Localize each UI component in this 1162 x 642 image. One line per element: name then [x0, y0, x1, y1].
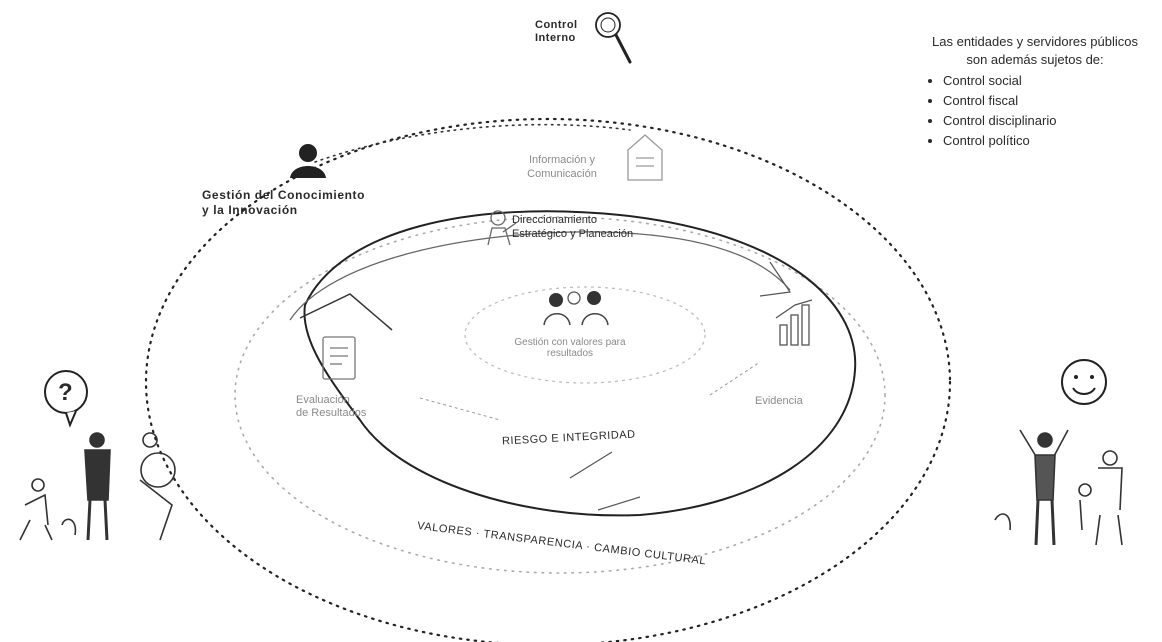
- side-note-intro-line1: Las entidades y servidores públicos: [932, 34, 1138, 49]
- direccionamiento-label: Direccionamiento Estratégico y Planeació…: [512, 213, 633, 241]
- side-note-list: Control social Control fiscal Control di…: [910, 71, 1160, 151]
- gestion-conocimiento-line1: Gestión del Conocimiento: [202, 188, 366, 202]
- direccionamiento-line2: Estratégico y Planeación: [512, 228, 634, 240]
- outer-dotted-ellipse: [145, 117, 951, 642]
- inner-dotted-ellipse: [234, 216, 886, 574]
- side-note: Las entidades y servidores públicos son …: [910, 33, 1160, 151]
- question-bubble-icon: [44, 370, 88, 428]
- side-note-item: Control disciplinario: [943, 111, 1160, 131]
- informacion-line2: Comunicación: [527, 168, 597, 180]
- gestion-resultados-label: Gestión con valores para resultados: [514, 337, 626, 359]
- side-note-intro-line2: son además sujetos de:: [966, 52, 1104, 67]
- team-icon: [543, 291, 609, 326]
- magnifier-icon: [595, 12, 632, 64]
- side-note-item: Control social: [943, 71, 1160, 91]
- side-note-item: Control político: [943, 131, 1160, 151]
- chevron-left: [299, 293, 393, 331]
- evaluacion-line1: Evaluación: [296, 394, 350, 406]
- smiley-icon: [1061, 359, 1107, 405]
- gestion-conocimiento-label: Gestión del Conocimiento y la Innovación: [202, 188, 365, 218]
- bar-chart-icon: [775, 299, 813, 346]
- control-interno-line2: Interno: [535, 32, 576, 44]
- gestion-conocimiento-line2: y la Innovación: [202, 203, 298, 217]
- evaluacion-label: Evaluación de Resultados: [296, 394, 366, 420]
- side-note-item: Control fiscal: [943, 91, 1160, 111]
- people-group-right: [994, 429, 1123, 546]
- control-interno-line1: Control: [535, 19, 578, 31]
- person-icon: [290, 144, 326, 178]
- riesgo-pointer: [569, 451, 641, 511]
- control-interno-label: Control Interno: [535, 19, 578, 45]
- chevron-right: [759, 261, 792, 297]
- leader-icon: [487, 210, 517, 246]
- question-mark-text: ?: [58, 379, 73, 406]
- center-circle: [464, 286, 706, 384]
- inner-swoosh: [289, 231, 791, 321]
- direccionamiento-line1: Direccionamiento: [512, 214, 597, 226]
- people-group-left: [19, 432, 176, 541]
- evaluacion-line2: de Resultados: [296, 407, 367, 419]
- informacion-label: Información y Comunicación: [492, 153, 632, 181]
- building-icon: [627, 134, 663, 181]
- evidencia-label: Evidencia: [755, 395, 803, 407]
- arrow-center-right: [709, 361, 761, 396]
- document-icon: [322, 336, 356, 380]
- arrow-center-left: [419, 397, 501, 421]
- main-oval-band: [303, 210, 857, 517]
- informacion-line1: Información y: [528, 154, 596, 166]
